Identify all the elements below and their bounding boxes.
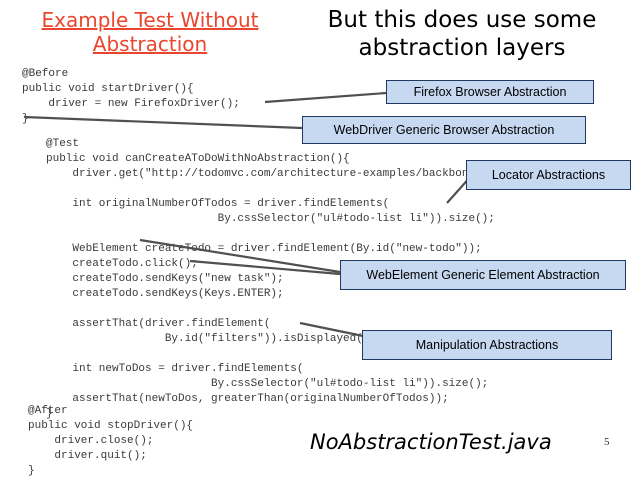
webdriver-abstraction-callout: WebDriver Generic Browser Abstraction xyxy=(302,116,586,144)
code-line: } xyxy=(28,465,35,477)
code-line xyxy=(46,182,501,197)
code-line: assertThat(newToDos, greaterThan(origina… xyxy=(46,393,449,405)
firefox-abstraction-callout: Firefox Browser Abstraction xyxy=(386,80,594,104)
after-code-block: @After public void stopDriver(){ driver.c… xyxy=(28,404,193,479)
code-line: createTodo.sendKeys(Keys.ENTER); xyxy=(46,288,284,300)
code-line: assertThat(driver.findElement( xyxy=(46,318,271,330)
code-line: driver.get("http://todomvc.com/architect… xyxy=(46,168,502,180)
before-code-block: @Before public void startDriver(){ driver… xyxy=(22,67,240,127)
code-line: WebElement createTodo = driver.findEleme… xyxy=(46,243,482,255)
locator-abstractions-callout: Locator Abstractions xyxy=(466,160,631,190)
code-line: public void startDriver(){ xyxy=(22,83,194,95)
code-line: int newToDos = driver.findElements( xyxy=(46,363,304,375)
right-title: But this does use some abstraction layer… xyxy=(327,7,597,61)
code-line: driver.quit(); xyxy=(28,450,147,462)
file-name-caption: NoAbstractionTest.java xyxy=(310,430,552,454)
connector-firefox xyxy=(264,91,387,104)
code-line: public void canCreateAToDoWithNoAbstract… xyxy=(46,153,350,165)
code-line: public void stopDriver(){ xyxy=(28,420,194,432)
code-line: int originalNumberOfTodos = driver.findE… xyxy=(46,198,390,210)
code-line: @Test xyxy=(46,138,80,150)
code-line: } xyxy=(22,113,29,125)
code-line xyxy=(46,227,501,242)
code-line: @Before xyxy=(22,68,69,80)
code-line: By.cssSelector("ul#todo-list li")).size(… xyxy=(46,378,489,390)
code-line: createTodo.sendKeys("new task"); xyxy=(46,273,284,285)
test-code-block: @Test public void canCreateAToDoWithNoAbs… xyxy=(46,137,501,422)
code-line: } xyxy=(46,408,53,420)
code-line: driver.close(); xyxy=(28,435,154,447)
code-line xyxy=(46,302,501,317)
webelement-abstraction-callout: WebElement Generic Element Abstraction xyxy=(340,260,626,290)
code-line: driver = new FirefoxDriver(); xyxy=(22,98,240,110)
left-title: Example Test Without Abstraction xyxy=(41,8,259,56)
code-line: By.cssSelector("ul#todo-list li")).size(… xyxy=(46,213,495,225)
slide-number: 5 xyxy=(604,436,610,448)
code-line: @After xyxy=(28,405,68,417)
manipulation-abstractions-callout: Manipulation Abstractions xyxy=(362,330,612,360)
